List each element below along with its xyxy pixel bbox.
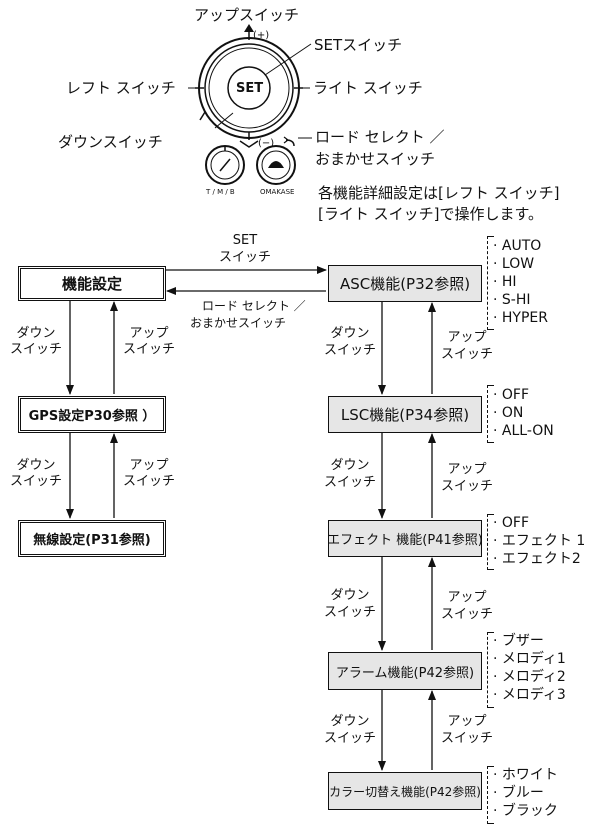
right-up-label-2a: アップ xyxy=(447,462,487,477)
asc-option: · S-HI xyxy=(493,292,531,308)
alarm-function-box[interactable]: アラーム機能(P42参照) xyxy=(328,652,482,690)
color-options-bracket xyxy=(487,766,494,824)
road-select-label-1: ロード セレクト ／ xyxy=(315,128,445,146)
minus-mark: (−) xyxy=(258,138,275,149)
set-button-label: SET xyxy=(236,81,264,96)
note-line-2: [ライト スイッチ]で操作します。 xyxy=(318,205,543,223)
effect-options-bracket xyxy=(487,514,494,570)
right-down-label-2a: ダウン xyxy=(330,458,370,473)
color-function-box[interactable]: カラー切替え機能(P42参照) xyxy=(328,772,482,810)
left-down-label-2: ダウン スイッチ xyxy=(9,458,62,489)
color-options: · ホワイト · ブルー · ブラック xyxy=(493,766,558,820)
function-settings-box[interactable]: 機能設定 xyxy=(18,266,166,301)
asc-options-bracket xyxy=(487,236,494,330)
left-flow-arrows xyxy=(66,301,118,519)
right-down-label-1a: ダウン xyxy=(330,326,370,341)
asc-options: · AUTO · LOW · HI · S-HI · HYPER xyxy=(493,237,548,327)
lsc-options-bracket xyxy=(487,385,494,443)
right-down-label-2b: スイッチ xyxy=(323,475,376,490)
right-down-label-1b: スイッチ xyxy=(323,343,376,358)
right-down-label-4a: ダウン xyxy=(330,714,370,729)
lsc-option: · ON xyxy=(493,405,524,421)
right-down-label-3a: ダウン xyxy=(330,588,370,603)
link-arrows xyxy=(166,266,327,295)
right-up-label-2b: スイッチ xyxy=(440,479,493,494)
right-switch-label: ライト スイッチ xyxy=(313,79,423,97)
asc-option: · HYPER xyxy=(493,310,548,326)
asc-option: · HI xyxy=(493,274,517,290)
alarm-option: · メロディ2 xyxy=(493,669,566,685)
alarm-options: · ブザー · メロディ1 · メロディ2 · メロディ3 xyxy=(493,632,566,704)
effect-options: · OFF · エフェクト 1 · エフェクト2 xyxy=(493,514,585,568)
alarm-options-bracket xyxy=(487,632,494,708)
wireless-settings-box[interactable]: 無線設定(P31参照) xyxy=(18,520,166,557)
asc-function-box[interactable]: ASC機能(P32参照) xyxy=(328,265,482,302)
tmb-button[interactable] xyxy=(205,145,245,185)
effect-option: · OFF xyxy=(493,515,530,531)
color-option: · ブラック xyxy=(493,803,558,819)
right-up-label-3a: アップ xyxy=(447,590,487,605)
right-up-label-4a: アップ xyxy=(447,714,487,729)
alarm-option: · メロディ1 xyxy=(493,651,566,667)
omakase-label: OMAKASE xyxy=(260,188,295,196)
road-select-label-2: おまかせスイッチ xyxy=(315,150,436,168)
left-switch-label: レフト スイッチ xyxy=(66,79,176,97)
left-up-label-2: アップ スイッチ xyxy=(122,458,175,489)
right-flow-arrows xyxy=(378,302,436,771)
lsc-options: · OFF · ON · ALL-ON xyxy=(493,386,554,440)
alarm-option: · メロディ3 xyxy=(493,687,566,703)
set-link-label-1: SET xyxy=(232,233,258,248)
effect-option: · エフェクト 1 xyxy=(493,533,586,549)
right-up-label-1b: スイッチ xyxy=(440,347,493,362)
right-up-label-3b: スイッチ xyxy=(440,607,493,622)
road-link-label-1: ロード セレクト ／ xyxy=(202,299,306,313)
left-down-label-1: ダウン スイッチ xyxy=(9,326,62,357)
road-link-label-2: おまかせスイッチ xyxy=(190,316,287,330)
color-option: · ホワイト xyxy=(493,767,558,783)
asc-option: · LOW xyxy=(493,256,535,272)
tmb-label: T / M / B xyxy=(206,188,235,196)
effect-option: · エフェクト2 xyxy=(493,551,581,567)
omakase-button[interactable] xyxy=(256,136,296,185)
alarm-option: · ブザー xyxy=(493,633,544,649)
note-line-1: 各機能詳細設定は[レフト スイッチ] xyxy=(318,184,560,202)
set-button[interactable] xyxy=(227,66,271,110)
gps-settings-box[interactable]: GPS設定P30参照 ） xyxy=(18,396,166,433)
down-switch-label: ダウンスイッチ xyxy=(58,133,163,151)
lsc-option: · OFF xyxy=(493,387,530,403)
up-switch-label: アップスイッチ xyxy=(194,6,300,24)
left-up-label-1: アップ スイッチ xyxy=(122,326,175,357)
effect-function-box[interactable]: エフェクト 機能(P41参照) xyxy=(327,520,483,557)
right-down-label-3b: スイッチ xyxy=(323,605,376,620)
right-up-label-4b: スイッチ xyxy=(440,731,493,746)
lsc-function-box[interactable]: LSC機能(P34参照) xyxy=(328,396,482,433)
plus-mark: (+) xyxy=(253,30,270,41)
set-link-label-2: スイッチ xyxy=(218,250,271,265)
lsc-option: · ALL-ON xyxy=(493,423,554,439)
asc-option: · AUTO xyxy=(493,238,542,254)
color-option: · ブルー xyxy=(493,785,544,801)
right-up-label-1a: アップ xyxy=(447,330,487,345)
right-down-label-4b: スイッチ xyxy=(323,731,376,746)
set-switch-label: SETスイッチ xyxy=(314,36,403,54)
